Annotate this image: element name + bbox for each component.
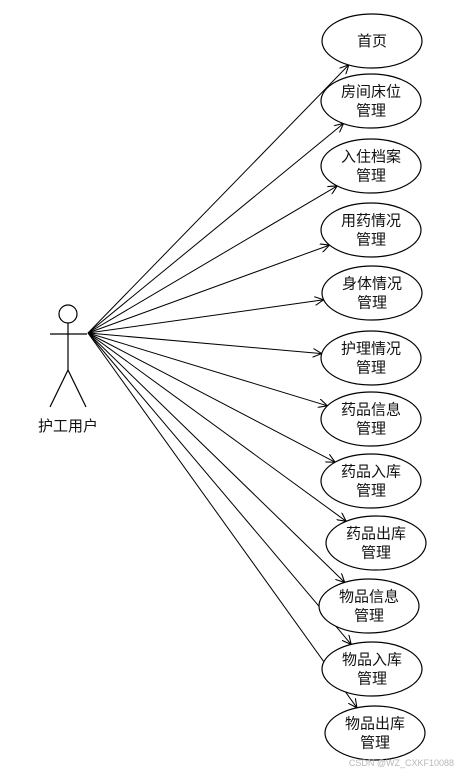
use-case-label: 管理 bbox=[356, 102, 386, 120]
use-case-label: 药品信息 bbox=[341, 401, 401, 419]
use-case-label: 药品出库 bbox=[346, 525, 406, 543]
actor-right-leg bbox=[67, 369, 87, 408]
use-case-ellipse bbox=[320, 453, 422, 509]
use-case-label: 管理 bbox=[354, 607, 384, 625]
use-case-ellipse bbox=[320, 391, 422, 447]
association-line bbox=[87, 186, 337, 334]
use-case-label: 管理 bbox=[356, 167, 386, 185]
use-case-ellipse bbox=[320, 330, 422, 386]
use-case-label: 物品出库 bbox=[345, 715, 405, 733]
actor-head bbox=[58, 304, 78, 324]
use-case-ellipse bbox=[320, 73, 422, 129]
use-case-ellipse bbox=[325, 515, 427, 571]
use-case-ellipse bbox=[321, 13, 423, 69]
use-case-label: 用药情况 bbox=[341, 212, 401, 230]
association-line bbox=[87, 332, 357, 708]
use-case-ellipse bbox=[320, 202, 422, 258]
use-case-label: 护理情况 bbox=[341, 340, 401, 358]
use-case-ellipse bbox=[321, 641, 423, 697]
use-case-label: 管理 bbox=[357, 294, 387, 312]
use-case-label: 管理 bbox=[356, 231, 386, 249]
use-case-label: 首页 bbox=[357, 32, 387, 50]
association-line bbox=[87, 332, 346, 521]
actor: 护工用户 bbox=[38, 304, 98, 435]
association-line bbox=[87, 124, 344, 334]
use-case-label: 管理 bbox=[361, 544, 391, 562]
use-case-label: 物品入库 bbox=[342, 651, 402, 669]
use-case-label: 房间床位 bbox=[341, 83, 401, 101]
use-cases: 首页房间床位管理入住档案管理用药情况管理身体情况管理护理情况管理药品信息管理药品… bbox=[318, 13, 427, 761]
use-case-label: 物品信息 bbox=[339, 588, 399, 606]
use-case-label: 管理 bbox=[356, 420, 386, 438]
association-line bbox=[87, 332, 351, 644]
actor-left-leg bbox=[49, 369, 69, 408]
association-line bbox=[87, 245, 330, 334]
association-line bbox=[87, 332, 327, 406]
actor-label: 护工用户 bbox=[38, 417, 98, 435]
associations bbox=[87, 65, 357, 708]
use-case-ellipse bbox=[321, 265, 423, 321]
watermark: CSDN @WZ_CXKF10088 bbox=[349, 758, 454, 768]
association-line bbox=[87, 332, 345, 582]
association-line bbox=[87, 332, 335, 462]
use-case-label: 身体情况 bbox=[342, 275, 402, 293]
use-case-ellipse bbox=[318, 578, 420, 634]
association-line bbox=[87, 300, 324, 334]
use-case-label: 管理 bbox=[356, 359, 386, 377]
use-case: 首页 bbox=[321, 13, 423, 69]
use-case-ellipse bbox=[320, 138, 422, 194]
use-case-label: 药品入库 bbox=[341, 463, 401, 481]
association-line bbox=[87, 332, 322, 354]
use-case-label: 管理 bbox=[360, 734, 390, 752]
use-case-ellipse bbox=[324, 705, 426, 761]
use-case-label: 管理 bbox=[356, 482, 386, 500]
use-case-label: 管理 bbox=[357, 670, 387, 688]
use-case-label: 入住档案 bbox=[341, 148, 401, 166]
association-line bbox=[87, 65, 349, 334]
